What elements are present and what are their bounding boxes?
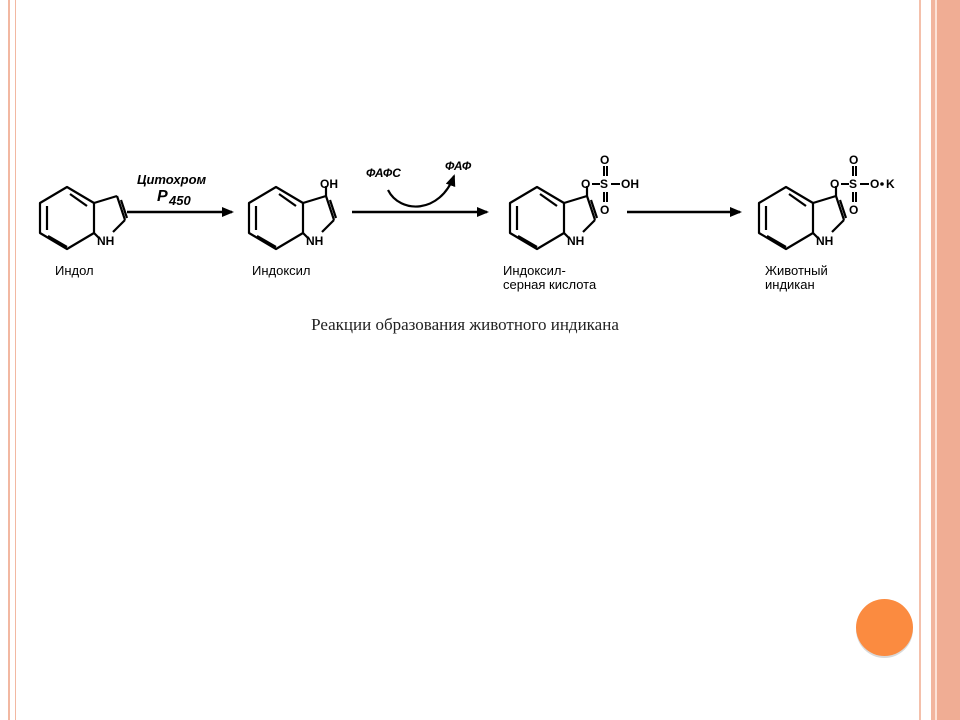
o-label: O [600,153,609,167]
k-label: K [886,177,895,191]
oh-label: OH [320,177,338,191]
compound-name-indole: Индол [55,263,94,278]
nh-label: NH [567,234,584,248]
cofactor-curve-arrow [387,174,456,208]
enzyme-label: Цитохром [137,172,207,187]
nh-label: NH [816,234,833,248]
o-label: O [600,203,609,217]
compound-name-sulfuric-line1: Индоксил- [503,263,566,278]
nh-label: NH [97,234,114,248]
molecule-indoxyl-sulfuric-acid: NH O S O O OH [508,153,639,251]
enzyme-subscript: 450 [168,193,191,208]
molecule-indoxyl: NH OH [247,177,338,251]
figure-caption: Реакции образования животного индикана [311,315,619,334]
o-label: O [849,153,858,167]
cofactor-out-label: ФАФ [445,159,472,173]
orange-circle-button[interactable] [856,599,913,656]
left-frame-border [8,0,16,720]
reaction-scheme: NH Цитохром P 450 NH OH ФАФС ФАФ NH O S … [38,153,895,292]
enzyme-p: P [157,188,168,205]
molecule-indole: NH [38,185,129,251]
oh-label: OH [621,177,639,191]
o-label: O [581,177,590,191]
molecule-animal-indican: NH O S O O O K [757,153,895,251]
compound-name-indoxyl: Индоксил [252,263,311,278]
o-label: O [849,203,858,217]
cofactor-in-label: ФАФС [366,166,401,180]
s-label: S [600,177,608,191]
s-label: S [849,177,857,191]
compound-name-sulfuric-line2: серная кислота [503,277,597,292]
compound-name-indican-line1: Животный [765,263,828,278]
o-label: O [830,177,839,191]
nh-label: NH [306,234,323,248]
o-label: O [870,177,879,191]
right-frame-stripes [917,0,960,720]
compound-name-indican-line2: индикан [765,277,815,292]
